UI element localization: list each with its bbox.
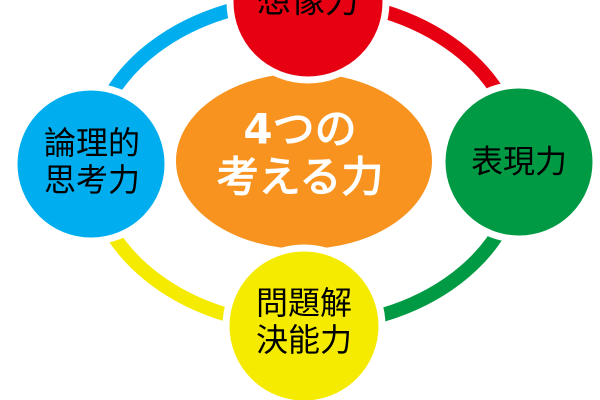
center-label: 4つの 考える力 (216, 104, 384, 203)
node-label-right: 表現力 (470, 142, 568, 181)
node-label-bottom-line2: 決能力 (255, 321, 353, 359)
node-label-bottom: 問題解 決能力 (256, 285, 352, 359)
center-label-line1: 4つの (243, 104, 357, 154)
node-circle-right (438, 81, 600, 243)
center-label-line2: 考える力 (216, 153, 384, 202)
node-label-left-line2: 思考力 (43, 161, 141, 199)
node-circle-bottom (222, 244, 386, 400)
node-label-bottom-line1: 問題解 (255, 284, 353, 323)
node-label-right-line1: 表現力 (470, 142, 568, 181)
node-circle-left (10, 83, 172, 245)
node-circle-top (226, 0, 390, 84)
node-label-top: 想像力 (257, 0, 359, 22)
node-label-left-line1: 論理的 (43, 124, 141, 163)
node-label-top-line1: 想像力 (257, 0, 359, 22)
node-label-left: 論理的 思考力 (44, 125, 140, 199)
